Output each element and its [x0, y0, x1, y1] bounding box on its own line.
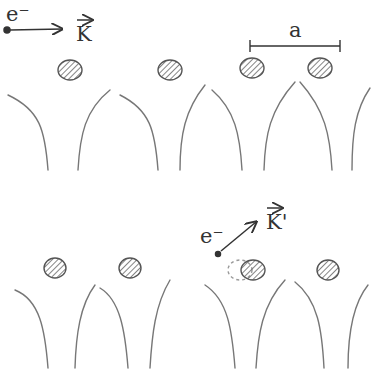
ions: [44, 58, 339, 280]
spacing-label: a: [289, 20, 302, 41]
wavevector-label: K': [266, 212, 287, 233]
electron-paths: [4, 20, 282, 257]
potential-wells: [8, 82, 370, 368]
spacing-bracket: [250, 40, 340, 52]
electron-label: e⁻: [200, 226, 224, 247]
wavevector-label: K: [76, 24, 92, 45]
electron-label: e⁻: [6, 4, 30, 25]
